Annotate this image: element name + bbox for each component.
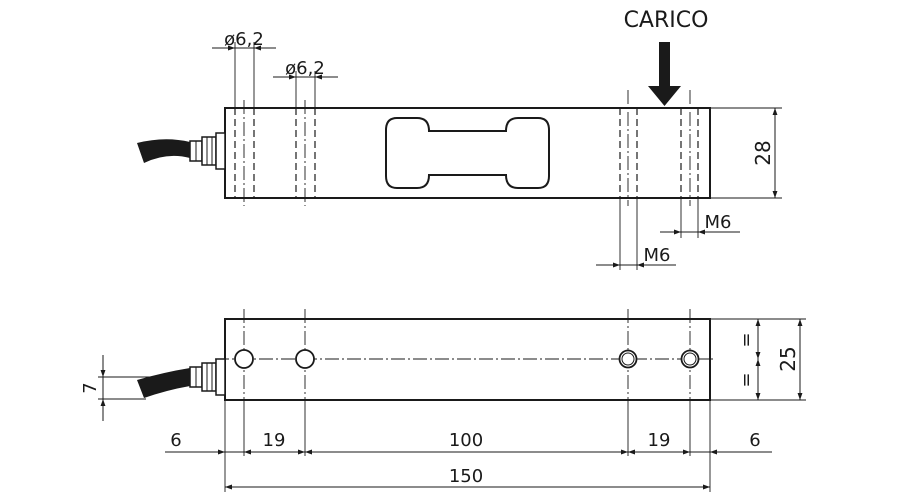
top-view: 7 = = 25 6 bbox=[80, 309, 806, 492]
thread-label-2: M6 bbox=[644, 245, 671, 266]
side-view: CARICO ø6,2 ø6,2 28 M6 M6 bbox=[137, 8, 782, 270]
dim-label-100: 100 bbox=[449, 430, 483, 451]
thread-label-1: M6 bbox=[705, 212, 732, 233]
cable-gland-side bbox=[137, 132, 226, 170]
load-arrow-icon bbox=[648, 42, 681, 106]
dim-label-150: 150 bbox=[449, 466, 483, 487]
dim-label-6-left: 6 bbox=[170, 430, 181, 451]
height-label-side: 28 bbox=[751, 140, 775, 165]
dim-label-19-right: 19 bbox=[648, 430, 671, 451]
hole-diameter-label-2: ø6,2 bbox=[285, 58, 325, 79]
cable-offset-label: 7 bbox=[80, 382, 101, 393]
height-label-top: 25 bbox=[776, 346, 800, 371]
dim-label-6-right: 6 bbox=[749, 430, 760, 451]
hole-1 bbox=[234, 349, 254, 369]
mounting-holes bbox=[234, 349, 700, 369]
cable-gland-top bbox=[137, 358, 226, 398]
load-label: CARICO bbox=[624, 8, 709, 33]
side-view-hidden-holes bbox=[234, 108, 699, 198]
equal-mark-1: = bbox=[736, 332, 757, 347]
equal-mark-2: = bbox=[736, 372, 757, 387]
hole-diameter-label-1: ø6,2 bbox=[224, 29, 264, 50]
bone-cutout bbox=[385, 117, 550, 189]
hole-2 bbox=[295, 349, 315, 369]
dim-label-19-left: 19 bbox=[263, 430, 286, 451]
